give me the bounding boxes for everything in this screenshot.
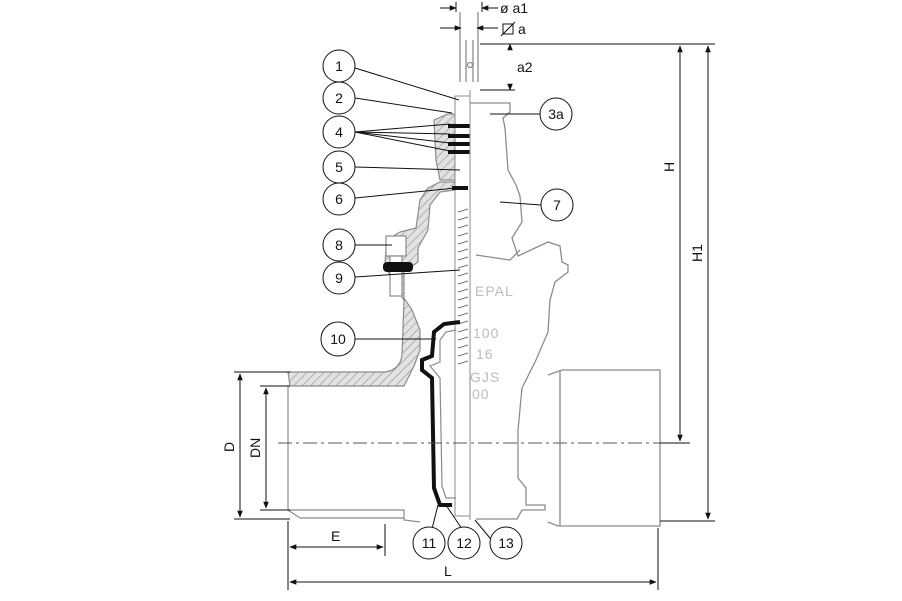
o-ring-4 (448, 150, 470, 154)
valve-exterior-view (459, 12, 661, 527)
callout-4-label: 4 (335, 124, 343, 140)
callout-11: 11 (412, 526, 446, 560)
callout-9: 9 (322, 261, 356, 295)
dim-dn-label: DN (247, 438, 263, 458)
callout-4: 4 (322, 115, 356, 149)
dim-a1-label: ø a1 (500, 0, 528, 16)
callout-10-label: 10 (330, 331, 346, 347)
wedge-coating (420, 320, 461, 507)
o-ring-3 (448, 142, 470, 146)
callout-7: 7 (540, 188, 574, 222)
callout-leaders (354, 67, 542, 544)
bonnet-outline (500, 221, 569, 520)
dimension-labels: ø a1 a a2 H H1 D DN E L (221, 0, 705, 579)
dim-d-label: D (221, 442, 237, 452)
o-ring-2 (448, 134, 470, 138)
callout-11-label: 11 (422, 535, 437, 551)
body-markings: EPAL 100 16 GJS 00 (470, 283, 514, 402)
callout-bubbles: 1 2 3a 4 5 6 7 8 (320, 49, 574, 560)
callout-2-label: 2 (335, 90, 343, 106)
callout-5-label: 5 (335, 159, 343, 175)
callout-6: 6 (322, 182, 356, 216)
o-ring-1 (448, 124, 470, 128)
marking-line4: 00 (472, 386, 490, 402)
dim-e-label: E (331, 528, 340, 544)
right-socket-outline (547, 369, 661, 527)
callout-7-label: 7 (553, 197, 561, 213)
callout-5: 5 (322, 150, 356, 184)
spindle (454, 95, 471, 517)
thrust-collar (452, 186, 468, 190)
spindle-cap-outline (459, 12, 479, 82)
bonnet-bolt (385, 235, 407, 257)
o-ring-seal (383, 262, 413, 272)
spindle-pin-hole (466, 61, 474, 69)
dimension-lines (234, 2, 715, 590)
callout-8: 8 (322, 228, 356, 262)
marking-line1: 100 (473, 325, 499, 341)
callout-12-label: 12 (456, 535, 472, 551)
callout-12: 12 (447, 526, 481, 560)
dim-h-label: H (661, 162, 677, 172)
callout-10: 10 (320, 321, 356, 357)
marking-brand: EPAL (475, 283, 514, 299)
callout-2: 2 (322, 81, 356, 115)
spindle-thread (457, 208, 469, 365)
wedge-core (429, 329, 457, 499)
dim-a-label: a (518, 21, 526, 37)
callout-6-label: 6 (335, 191, 343, 207)
callout-9-label: 9 (335, 270, 343, 286)
callout-3a: 3a (539, 97, 573, 131)
callout-8-label: 8 (335, 237, 343, 253)
callout-1-label: 1 (335, 58, 343, 74)
callout-3a-label: 3a (548, 106, 564, 122)
body-section-hatch (287, 181, 456, 387)
callout-13-label: 13 (498, 535, 514, 551)
valve-cross-section (278, 90, 670, 523)
dim-l-label: L (444, 563, 452, 579)
callout-1: 1 (322, 49, 356, 83)
marking-line2: 16 (476, 346, 494, 362)
marking-line3: GJS (470, 369, 500, 385)
stuffing-box-outline (470, 102, 523, 223)
callout-13: 13 (489, 526, 523, 560)
dim-h1-label: H1 (689, 244, 705, 262)
dim-a2-label: a2 (517, 59, 533, 75)
square-symbol (500, 21, 516, 37)
